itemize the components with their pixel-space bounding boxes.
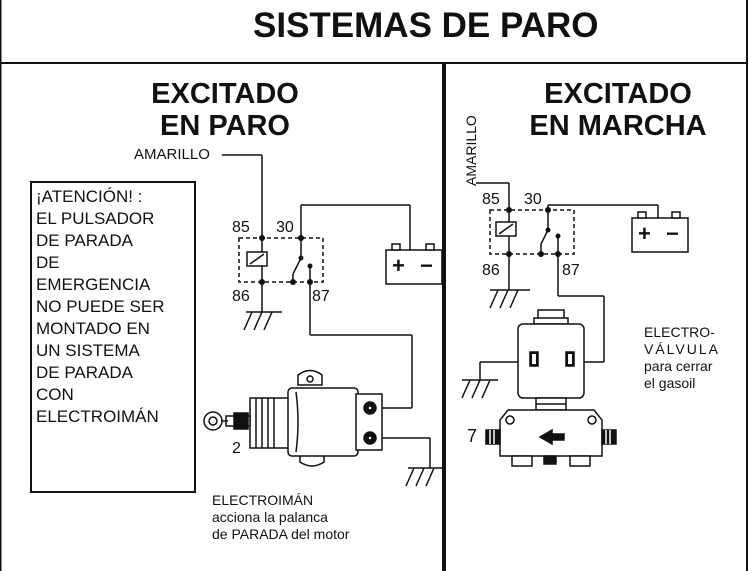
left-heading: EXCITADO EN PARO: [120, 78, 330, 142]
warning-line: MONTADO EN: [36, 319, 150, 338]
left-caption-line: ELECTROIMÁN: [212, 492, 314, 508]
left-battery-plus: +: [392, 253, 405, 278]
left-caption: ELECTROIMÁN acciona la palanca de PARADA…: [212, 492, 349, 543]
right-caption-line: para cerrar: [644, 358, 713, 374]
battery-icon: [385, 243, 443, 285]
solenoid-icon: [203, 369, 383, 467]
right-caption-line: el gasoil: [644, 375, 696, 391]
right-heading-line1: EXCITADO: [544, 78, 692, 110]
right-heading-line2: EN MARCHA: [529, 110, 707, 142]
warning-line: EMERGENCIA: [36, 275, 151, 294]
left-heading-line1: EXCITADO: [151, 78, 299, 110]
warning-line: ¡ATENCIÓN! :: [36, 187, 143, 206]
left-pin-86: 86: [232, 288, 250, 305]
warning-line: DE PARADA: [36, 363, 133, 382]
right-pin-85: 85: [482, 191, 500, 208]
left-battery-minus: −: [420, 253, 433, 278]
warning-box: ¡ATENCIÓN! : EL PULSADOR DE PARADA DE EM…: [30, 181, 196, 493]
warning-line: NO PUEDE SER: [36, 297, 165, 316]
left-pin-87: 87: [312, 288, 330, 305]
right-wire-label: AMARILLO: [463, 115, 479, 186]
right-pin-86: 86: [482, 262, 500, 279]
right-battery-plus: +: [638, 221, 651, 246]
warning-line: ELECTROIMÁN: [36, 407, 159, 426]
right-component-number: 7: [467, 426, 478, 446]
warning-line: EL PULSADOR: [36, 209, 155, 228]
warning-line: UN SISTEMA: [36, 341, 140, 360]
page-title: SISTEMAS DE PARO: [253, 6, 599, 45]
left-wire-label: AMARILLO: [134, 146, 210, 163]
right-heading: EXCITADO EN MARCHA: [488, 78, 748, 142]
right-battery-minus: −: [666, 221, 679, 246]
warning-line: DE PARADA: [36, 231, 133, 250]
warning-line: CON: [36, 385, 74, 404]
solenoid-valve-icon: [485, 309, 617, 467]
left-relay: [222, 154, 444, 487]
right-pin-87: 87: [562, 262, 580, 279]
left-pin-85: 85: [232, 219, 250, 236]
left-pin-30: 30: [276, 219, 294, 236]
right-caption-line: ELECTRO-: [644, 324, 715, 340]
left-caption-line: acciona la palanca: [212, 509, 328, 525]
right-caption: ELECTRO- VÁLVULA para cerrar el gasoil: [644, 324, 720, 392]
left-junction-dots: [259, 235, 313, 285]
warning-line: DE: [36, 253, 60, 272]
left-caption-line: de PARADA del motor: [212, 526, 350, 542]
right-junction-dots: [506, 207, 561, 257]
battery-icon: [631, 211, 689, 253]
left-component-number: 2: [232, 440, 241, 457]
left-heading-line2: EN PARO: [160, 110, 290, 142]
right-caption-line: VÁLVULA: [644, 341, 720, 357]
right-pin-30: 30: [524, 191, 542, 208]
